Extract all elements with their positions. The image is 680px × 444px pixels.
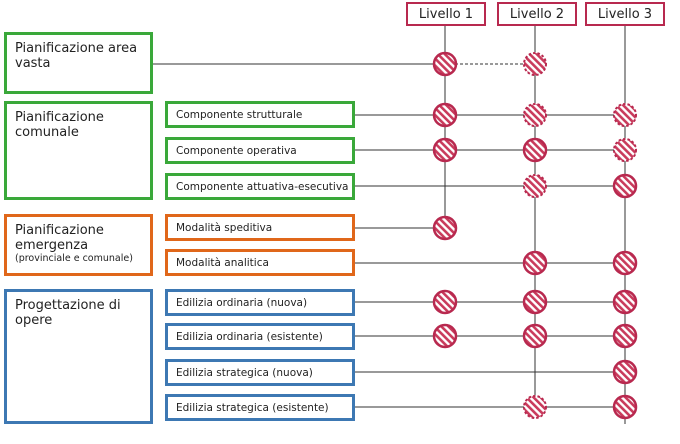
solid-mark-area_vasta-level-1 (432, 51, 458, 77)
category-title: Pianificazione comunale (15, 110, 104, 140)
subitem-ord-nuova: Edilizia ordinaria (nuova) (165, 289, 355, 316)
level-1-header: Livello 1 (406, 2, 486, 26)
subitem-strat-nuova: Edilizia strategica (nuova) (165, 359, 355, 386)
dashed-mark-area_vasta-level-2 (523, 52, 547, 76)
level-2-header: Livello 2 (497, 2, 577, 26)
level-3-header: Livello 3 (585, 2, 665, 26)
solid-mark-analitica-level-3 (612, 250, 638, 276)
dashed-mark-attuativa-level-2 (523, 174, 547, 198)
subitem-ord-esistente: Edilizia ordinaria (esistente) (165, 323, 355, 350)
category-opere: Progettazione di opere (4, 289, 153, 424)
category-title: Pianificazione emergenza (15, 223, 104, 253)
solid-mark-speditiva-level-1 (432, 215, 458, 241)
dashed-mark-operativa-level-3 (613, 138, 637, 162)
solid-mark-ord_nuova-level-3 (612, 289, 638, 315)
solid-mark-ord_nuova-level-1 (432, 289, 458, 315)
subitem-attuativa: Componente attuativa-esecutiva (165, 173, 355, 200)
solid-mark-operativa-level-2 (522, 137, 548, 163)
solid-mark-operativa-level-1 (432, 137, 458, 163)
solid-mark-ord_esistente-level-1 (432, 323, 458, 349)
category-area-vasta: Pianificazione area vasta (4, 32, 153, 94)
solid-mark-analitica-level-2 (522, 250, 548, 276)
solid-mark-strat_esistente-level-3 (612, 394, 638, 420)
solid-mark-attuativa-level-3 (612, 173, 638, 199)
solid-mark-ord_esistente-level-2 (522, 323, 548, 349)
dashed-mark-strutturale-level-3 (613, 103, 637, 127)
subitem-speditiva: Modalità speditiva (165, 214, 355, 241)
category-title: Progettazione di opere (15, 298, 121, 328)
dashed-mark-strat_esistente-level-2 (523, 395, 547, 419)
solid-mark-ord_esistente-level-3 (612, 323, 638, 349)
subitem-operativa: Componente operativa (165, 137, 355, 164)
subitem-strat-esistente: Edilizia strategica (esistente) (165, 394, 355, 421)
category-title: Pianificazione area vasta (15, 41, 138, 71)
solid-mark-strutturale-level-1 (432, 102, 458, 128)
category-note: (provinciale e comunale) (15, 253, 133, 264)
solid-mark-ord_nuova-level-2 (522, 289, 548, 315)
subitem-analitica: Modalità analitica (165, 249, 355, 276)
solid-mark-strat_nuova-level-3 (612, 359, 638, 385)
category-emergenza: Pianificazione emergenza (provinciale e … (4, 214, 153, 276)
dashed-mark-strutturale-level-2 (523, 103, 547, 127)
subitem-strutturale: Componente strutturale (165, 101, 355, 128)
category-comunale: Pianificazione comunale (4, 101, 153, 200)
